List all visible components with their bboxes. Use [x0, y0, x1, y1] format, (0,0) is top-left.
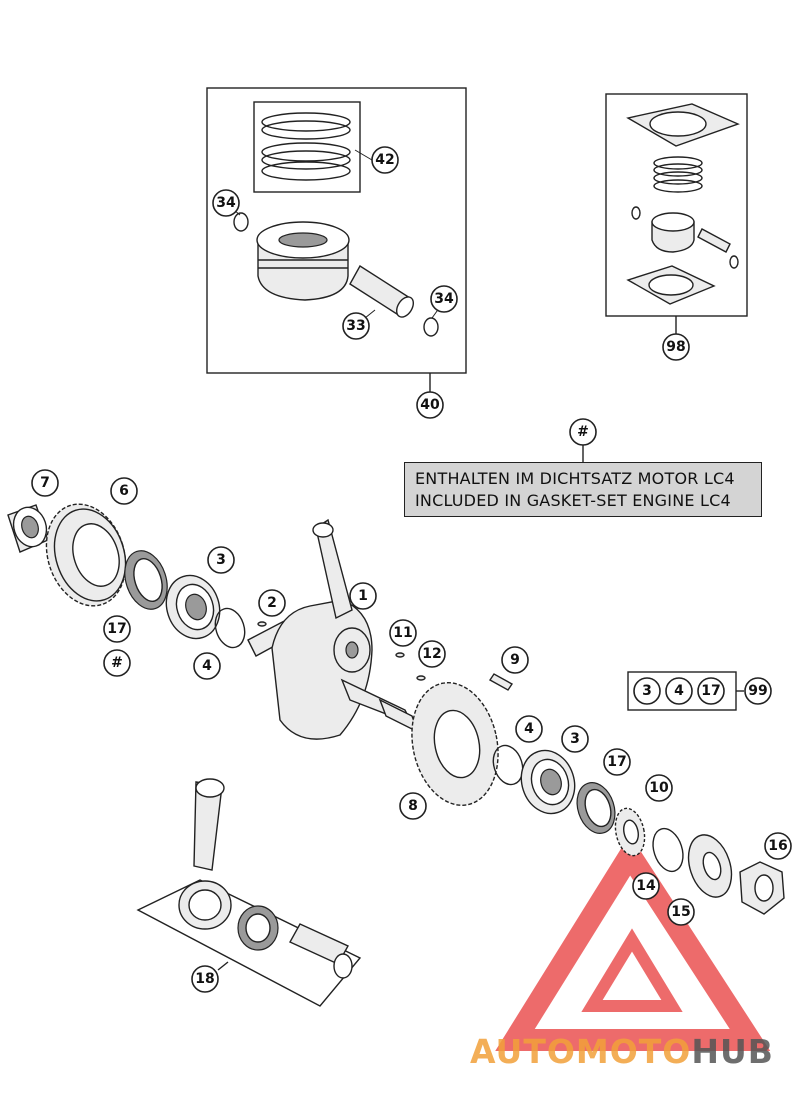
svg-text:40: 40	[420, 397, 440, 413]
callout-16: 16	[764, 832, 792, 860]
part-18-conrod-kit	[136, 778, 362, 1007]
part-3-bearing-right	[520, 749, 576, 815]
part-9-pin	[488, 673, 514, 691]
svg-text:98: 98	[666, 339, 685, 355]
callout-3-b: 3	[561, 725, 589, 753]
svg-text:#: #	[577, 424, 589, 440]
part-6-gear	[45, 503, 127, 607]
part-4-washer-left	[214, 607, 246, 649]
callout-2: 2	[258, 589, 286, 617]
callout-98: 98	[662, 333, 690, 361]
callout-34-b: 34	[430, 285, 458, 313]
svg-text:14: 14	[636, 878, 656, 894]
part-7-bushing	[7, 504, 49, 553]
part-4-washer-right	[492, 744, 524, 786]
svg-text:42: 42	[375, 152, 394, 168]
callout-6: 6	[110, 477, 138, 505]
svg-text:16: 16	[768, 838, 787, 854]
kit-99-item-1: 3	[633, 677, 661, 705]
svg-text:4: 4	[524, 721, 534, 737]
svg-text:1: 1	[358, 588, 368, 604]
callout-12: 12	[418, 640, 446, 668]
svg-text:8: 8	[408, 798, 418, 814]
callout-17-b: 17	[603, 748, 631, 776]
part-1-crankshaft	[247, 518, 420, 740]
callout-99: 99	[744, 677, 772, 705]
svg-text:3: 3	[216, 552, 226, 568]
part-2-key	[257, 621, 267, 627]
callout-4-a: 4	[193, 652, 221, 680]
note-line-en: INCLUDED IN GASKET-SET ENGINE LC4	[415, 491, 731, 510]
callout-14: 14	[632, 872, 660, 900]
callout-18: 18	[191, 965, 219, 993]
svg-text:17: 17	[701, 683, 720, 699]
callout-3-a: 3	[207, 546, 235, 574]
callout-7: 7	[31, 469, 59, 497]
callout-4-b: 4	[515, 715, 543, 743]
svg-text:17: 17	[107, 621, 126, 637]
watermark-text-part1: AUTOMOTO	[470, 1032, 692, 1071]
part-8-gear	[411, 682, 499, 806]
callout-17-a: 17	[103, 615, 131, 643]
watermark-text: AUTOMOTOHUB	[470, 1032, 774, 1071]
kit-99-item-2: 4	[665, 677, 693, 705]
part-17-seal-left	[124, 550, 168, 610]
part-15-washer	[687, 834, 733, 898]
watermark-logo	[495, 834, 771, 1051]
callout-1: 1	[349, 582, 377, 610]
svg-text:99: 99	[748, 683, 767, 699]
svg-text:6: 6	[119, 483, 129, 499]
callouts: 42 34 34 33 40 98 # 7 6 3 1 2 17 # 4 11 …	[31, 146, 792, 993]
callout-11: 11	[389, 619, 417, 647]
svg-text:12: 12	[422, 646, 441, 662]
svg-text:4: 4	[202, 658, 212, 674]
callout-15: 15	[667, 898, 695, 926]
callout-40: 40	[416, 391, 444, 419]
svg-text:34: 34	[216, 195, 236, 211]
svg-text:15: 15	[671, 904, 690, 920]
part-17-seal-right	[576, 782, 616, 834]
part-11-key	[395, 652, 405, 658]
note-line-de: ENTHALTEN IM DICHTSATZ MOTOR LC4	[415, 469, 735, 488]
callout-33: 33	[342, 312, 370, 340]
part-3-bearing-left	[165, 574, 221, 640]
svg-text:34: 34	[434, 291, 454, 307]
part-12-key	[416, 675, 426, 681]
part-14-circlip	[652, 827, 684, 873]
svg-text:3: 3	[642, 683, 652, 699]
kit-99-box	[627, 671, 744, 711]
svg-text:3: 3	[570, 731, 580, 747]
svg-text:2: 2	[267, 595, 277, 611]
callout-42: 42	[371, 146, 399, 174]
piston-kit-box	[206, 87, 467, 392]
svg-text:18: 18	[195, 971, 214, 987]
svg-text:#: #	[111, 655, 123, 671]
svg-text:7: 7	[40, 475, 50, 491]
callout-hash-a: #	[569, 418, 597, 446]
svg-text:4: 4	[674, 683, 684, 699]
callout-34-a: 34	[212, 189, 240, 217]
part-10-sprocket	[614, 807, 646, 857]
svg-text:17: 17	[607, 754, 626, 770]
gasket-set-note: ENTHALTEN IM DICHTSATZ MOTOR LC4 INCLUDE…	[404, 462, 762, 517]
callout-hash-b: #	[103, 649, 131, 677]
callout-8: 8	[399, 792, 427, 820]
callout-9: 9	[501, 646, 529, 674]
watermark-text-part2: HUB	[691, 1032, 774, 1071]
svg-text:10: 10	[649, 780, 669, 796]
svg-text:33: 33	[346, 318, 365, 334]
gasket-kit-box	[605, 93, 748, 335]
svg-text:9: 9	[510, 652, 520, 668]
part-16-nut	[739, 861, 785, 915]
callout-10: 10	[645, 774, 673, 802]
kit-99-item-3: 17	[697, 677, 725, 705]
svg-text:11: 11	[393, 625, 412, 641]
